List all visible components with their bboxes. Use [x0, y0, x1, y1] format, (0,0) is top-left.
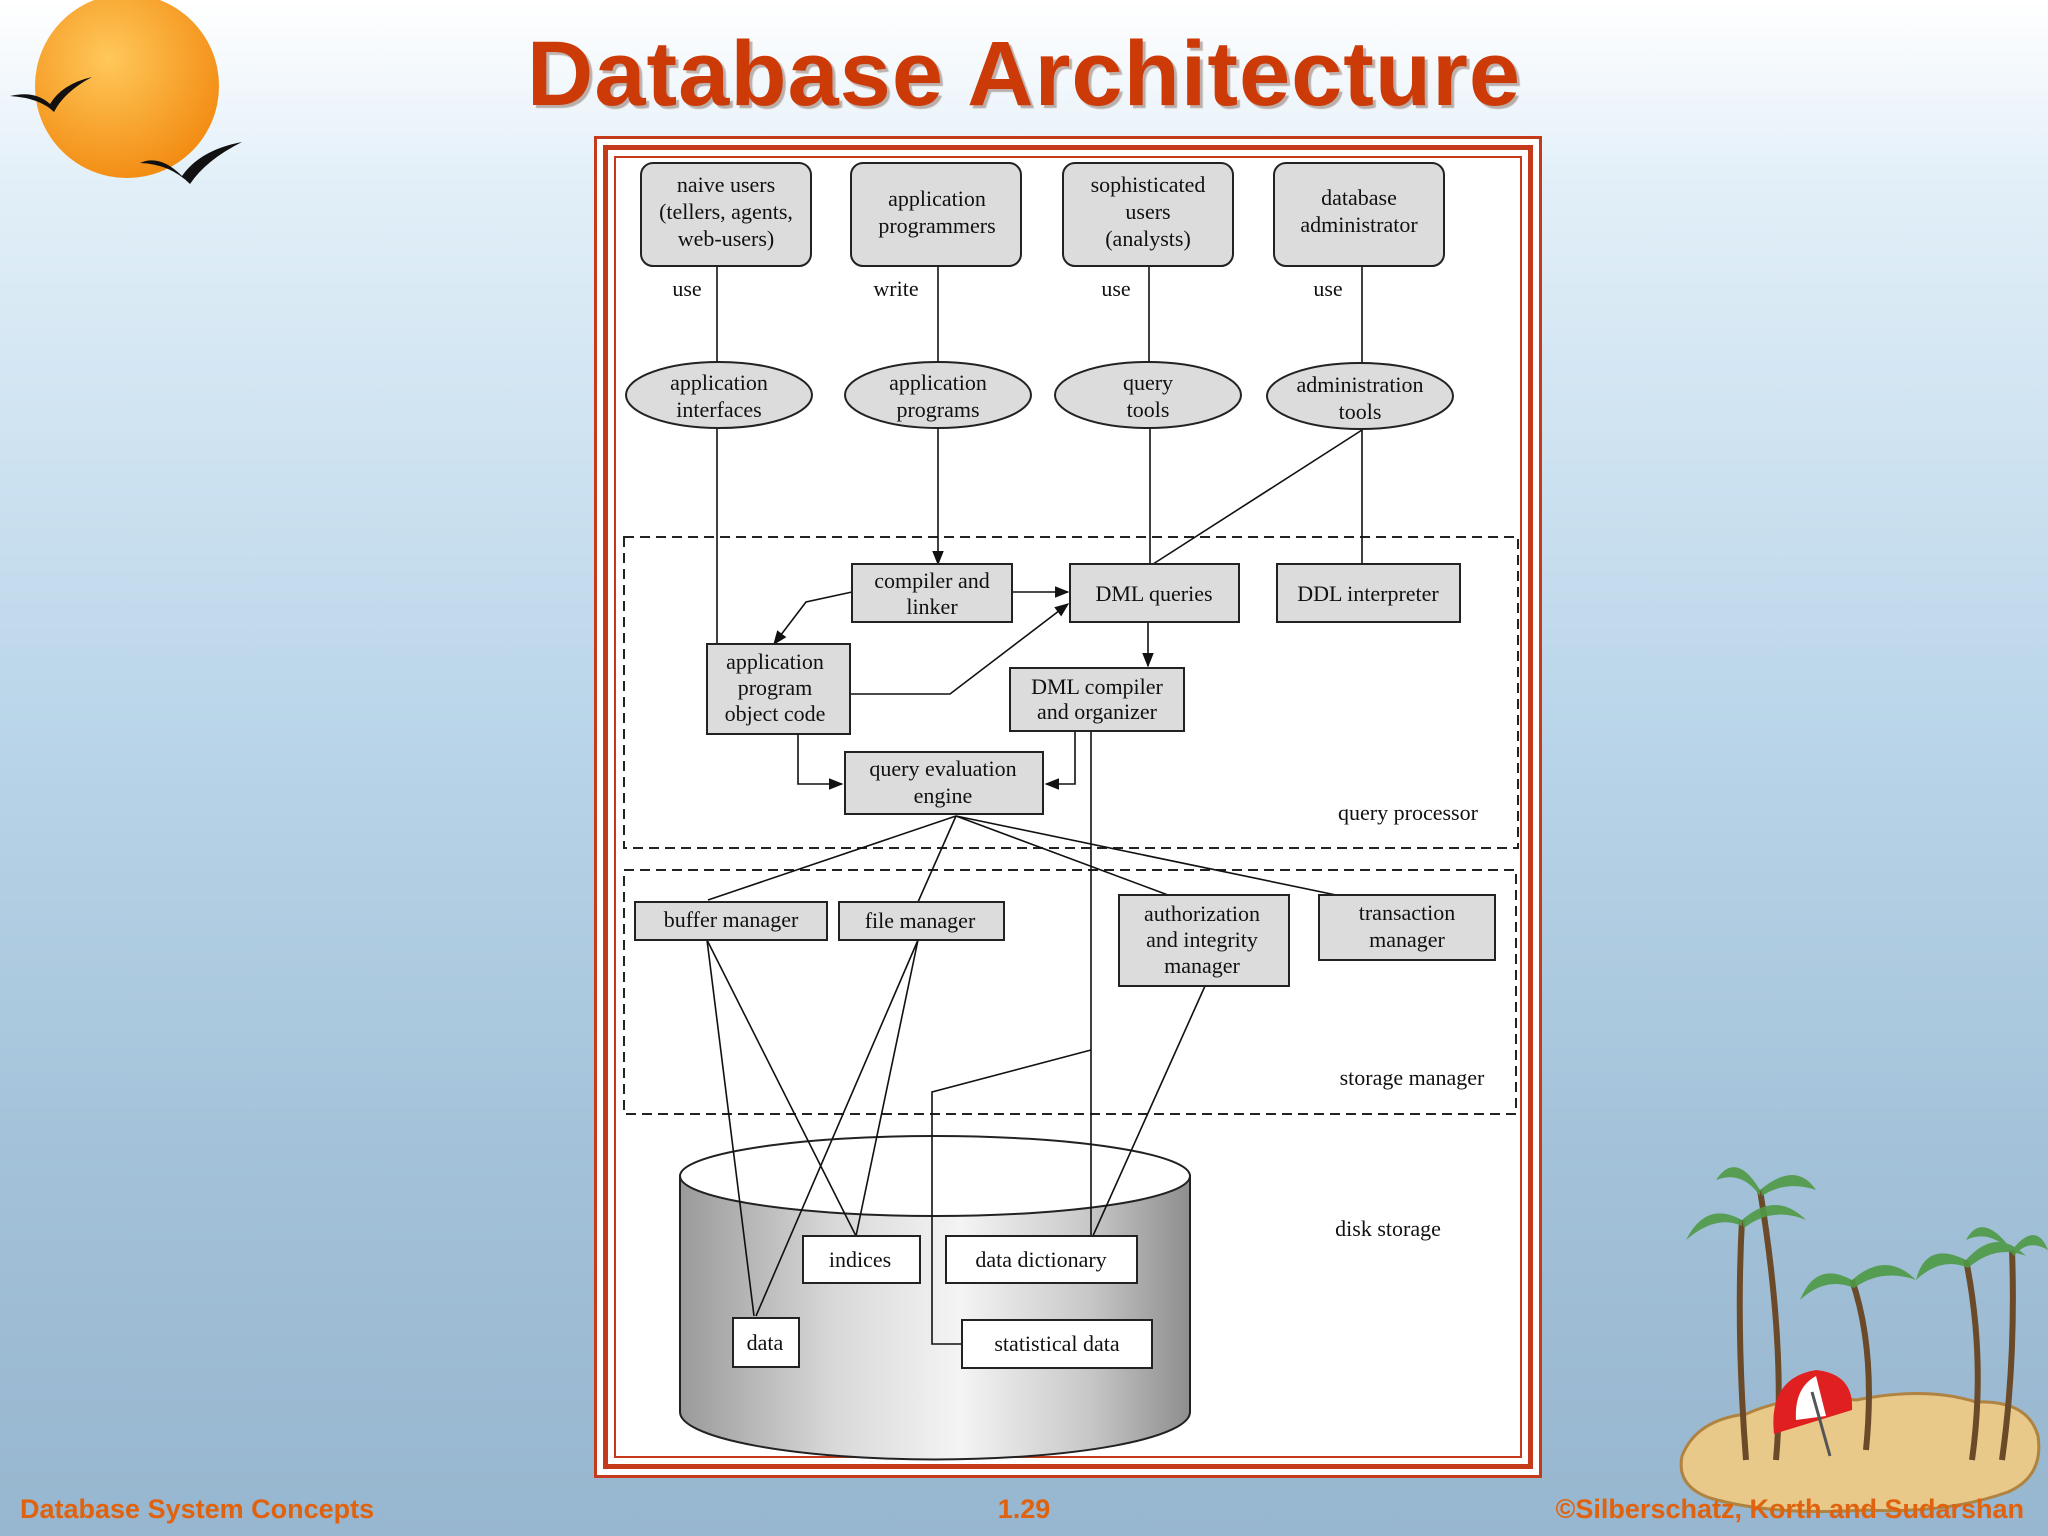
tool-line: programs [896, 397, 979, 422]
query-processor-region [623, 536, 1519, 849]
box-line: linker [906, 594, 958, 619]
box-line: and integrity [1146, 927, 1258, 952]
data-box: data [732, 1317, 800, 1368]
verb-label: use [1101, 276, 1130, 301]
query-evaluation-engine-box: query evaluation engine [844, 751, 1044, 815]
app-object-code-box: application program object code [706, 643, 851, 735]
box-line: object code [725, 701, 826, 726]
box-line: DDL interpreter [1297, 581, 1439, 606]
box-line: DML queries [1095, 581, 1212, 606]
user-box-sophisticated-users: sophisticated users (analysts) [1062, 162, 1234, 267]
dml-compiler-box: DML compiler and organizer [1009, 667, 1185, 732]
box-line: compiler and [874, 568, 989, 593]
island-palms-illustration [1679, 1167, 2048, 1513]
box-line: file manager [865, 908, 976, 933]
sun-icon [35, 0, 219, 178]
ddl-interpreter-box: DDL interpreter [1276, 563, 1461, 623]
dml-queries-box: DML queries [1069, 563, 1240, 623]
umbrella-icon [1773, 1370, 1853, 1457]
palm-leaves-icon [1686, 1167, 2048, 1300]
verb-label: write [873, 276, 918, 301]
box-line: and organizer [1037, 699, 1158, 724]
user-line: naive users [677, 172, 775, 197]
user-line: (analysts) [1105, 226, 1191, 251]
box-line: manager [1369, 927, 1445, 952]
box-line: DML compiler [1031, 674, 1163, 699]
tool-query-tools: query tools [1054, 361, 1242, 429]
footer-copyright: ©Silberschatz, Korth and Sudarshan [1555, 1494, 2024, 1524]
buffer-manager-box: buffer manager [634, 901, 828, 941]
tool-line: tools [1127, 397, 1170, 422]
user-line: users [1125, 199, 1170, 224]
sun-birds-logo [10, 0, 242, 184]
data-dictionary-box: data dictionary [945, 1235, 1138, 1284]
storage-manager-label: storage manager [1340, 1065, 1485, 1090]
box-line: program [738, 675, 813, 700]
query-processor-label: query processor [1338, 800, 1479, 825]
tool-line: application [889, 370, 987, 395]
tool-line: administration [1296, 372, 1423, 397]
tool-line: interfaces [676, 397, 762, 422]
user-line: database [1321, 185, 1397, 210]
authorization-integrity-manager-box: authorization and integrity manager [1118, 894, 1290, 987]
tool-line: query [1123, 370, 1173, 395]
tool-application-programs: application programs [844, 361, 1032, 429]
bird-icon [10, 77, 92, 112]
statistical-data-box: statistical data [961, 1319, 1153, 1369]
indices-box: indices [802, 1235, 921, 1284]
connector-lines [706, 266, 1363, 1345]
box-line: engine [914, 783, 973, 808]
tool-administration-tools: administration tools [1266, 362, 1454, 430]
footer-course-title: Database System Concepts [20, 1494, 375, 1524]
tool-line: application [670, 370, 768, 395]
box-line: statistical data [994, 1331, 1119, 1356]
verb-label: use [1313, 276, 1342, 301]
storage-manager-region [623, 869, 1517, 1115]
box-line: query evaluation [869, 756, 1016, 781]
footer-page-number: 1.29 [997, 1494, 1051, 1524]
user-line: administrator [1300, 212, 1418, 237]
disk-storage-label: disk storage [1335, 1216, 1441, 1241]
compiler-linker-box: compiler and linker [851, 563, 1013, 623]
bird-icon [140, 142, 242, 184]
user-line: web-users) [678, 226, 775, 251]
user-line: programmers [878, 213, 995, 238]
user-line: (tellers, agents, [659, 199, 793, 224]
user-line: sophisticated [1091, 172, 1206, 197]
user-box-database-administrator: database administrator [1273, 162, 1445, 267]
slide-title: Database Architecture [526, 23, 1522, 125]
tool-line: tools [1339, 399, 1382, 424]
file-manager-box: file manager [838, 901, 1005, 941]
box-line: indices [829, 1247, 891, 1272]
box-line: data [747, 1330, 784, 1355]
box-line: manager [1164, 953, 1240, 978]
verb-label: use [672, 276, 701, 301]
box-line: authorization [1144, 901, 1260, 926]
box-line: data dictionary [975, 1247, 1106, 1272]
user-box-application-programmers: application programmers [850, 162, 1022, 267]
disk-cylinder [679, 1135, 1191, 1461]
user-box-naive-users: naive users (tellers, agents, web-users) [640, 162, 812, 267]
transaction-manager-box: transaction manager [1318, 894, 1496, 961]
box-line: buffer manager [664, 907, 799, 932]
user-line: application [888, 186, 986, 211]
box-line: application [726, 649, 824, 674]
box-line: transaction [1359, 900, 1456, 925]
tool-application-interfaces: application interfaces [625, 361, 813, 429]
